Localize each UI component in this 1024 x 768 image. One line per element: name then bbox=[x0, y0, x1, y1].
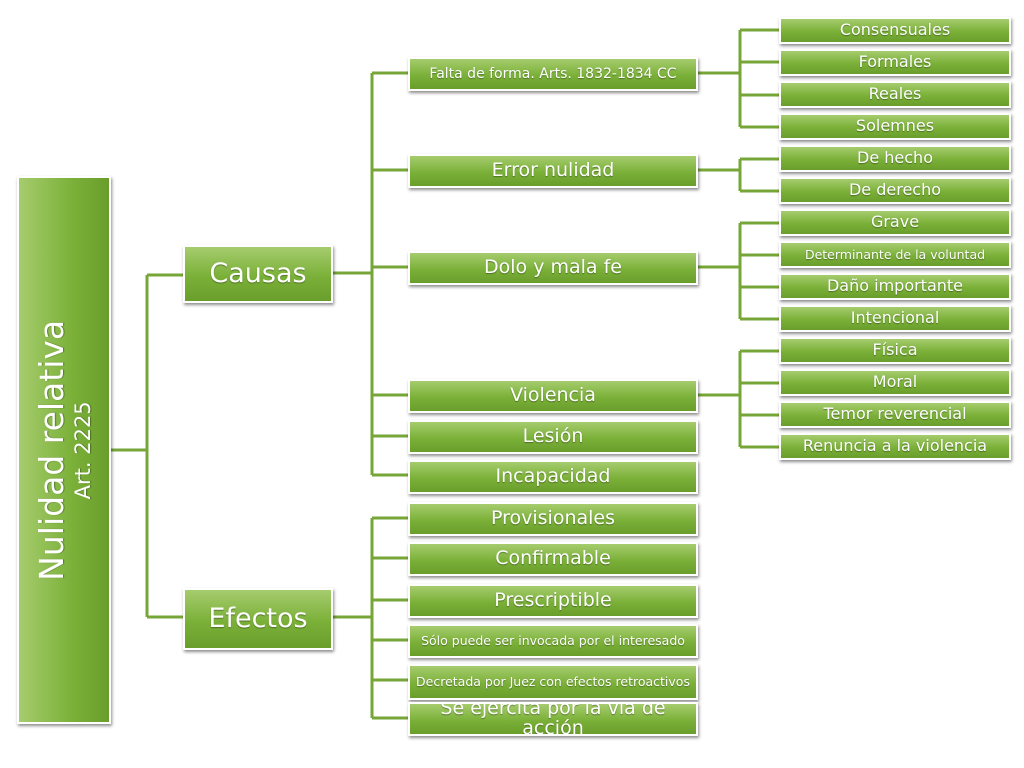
leaf-grave: Grave bbox=[779, 209, 1011, 236]
leaf-solemnes: Solemnes bbox=[779, 113, 1011, 140]
leaf-determinante-voluntad: Determinante de la voluntad bbox=[779, 241, 1011, 268]
node-solo-interesado: Sólo puede ser invocada por el interesad… bbox=[408, 624, 698, 658]
node-causas: Causas bbox=[183, 245, 333, 303]
leaf-renuncia-violencia: Renuncia a la violencia bbox=[779, 433, 1011, 460]
root-title: Nulidad relativa bbox=[31, 319, 71, 581]
leaf-dano-importante: Daño importante bbox=[779, 273, 1011, 300]
node-confirmable: Confirmable bbox=[408, 542, 698, 576]
node-provisionales: Provisionales bbox=[408, 502, 698, 536]
leaf-de-hecho: De hecho bbox=[779, 145, 1011, 172]
node-error-nulidad: Error nulidad bbox=[408, 154, 698, 188]
leaf-intencional: Intencional bbox=[779, 305, 1011, 332]
node-decretada-juez: Decretada por Juez con efectos retroacti… bbox=[408, 664, 698, 700]
node-violencia: Violencia bbox=[408, 379, 698, 413]
leaf-de-derecho: De derecho bbox=[779, 177, 1011, 204]
node-dolo-mala-fe: Dolo y mala fe bbox=[408, 251, 698, 285]
root-subtitle: Art. 2225 bbox=[70, 400, 95, 500]
leaf-consensuales: Consensuales bbox=[779, 17, 1011, 44]
leaf-reales: Reales bbox=[779, 81, 1011, 108]
node-efectos: Efectos bbox=[183, 588, 333, 650]
leaf-moral: Moral bbox=[779, 369, 1011, 396]
leaf-temor-reverencial: Temor reverencial bbox=[779, 401, 1011, 428]
node-falta-de-forma: Falta de forma. Arts. 1832-1834 CC bbox=[408, 57, 698, 91]
root-node: Nulidad relativa Art. 2225 bbox=[17, 176, 111, 724]
leaf-formales: Formales bbox=[779, 49, 1011, 76]
node-lesion: Lesión bbox=[408, 420, 698, 454]
node-prescriptible: Prescriptible bbox=[408, 584, 698, 618]
node-incapacidad: Incapacidad bbox=[408, 460, 698, 494]
node-via-de-accion: Se ejercita por la vía de acción bbox=[408, 702, 698, 736]
leaf-fisica: Física bbox=[779, 337, 1011, 364]
